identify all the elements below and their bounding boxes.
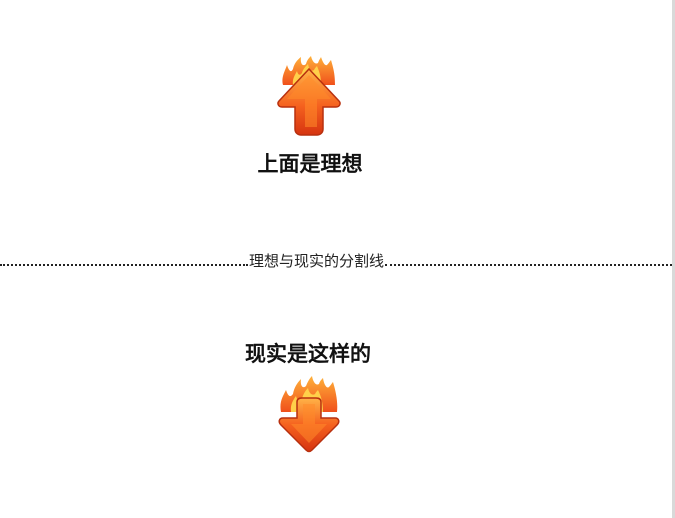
dotted-line-right [385,264,672,266]
page-right-edge [672,0,675,518]
divider-line: 理想与现实的分割线 [0,250,672,270]
fire-down-arrow-icon [278,376,340,453]
divider-label: 理想与现实的分割线 [249,251,385,270]
dotted-line-left [0,264,248,266]
heading-ideal: 上面是理想 [257,152,363,176]
fire-up-arrow-icon [277,56,341,136]
heading-reality: 现实是这样的 [245,342,371,366]
